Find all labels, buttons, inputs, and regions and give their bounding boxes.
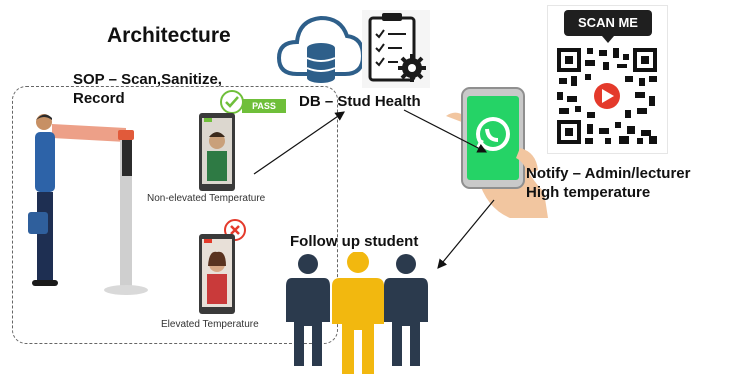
notify-line1: Notify – Admin/lecturer bbox=[526, 165, 691, 182]
person-shoes bbox=[32, 280, 58, 286]
gear bbox=[398, 54, 426, 82]
notify-label: Notify – Admin/lecturer High temperature bbox=[526, 164, 690, 202]
sop-heading-line1: SOP – Scan,Sanitize, bbox=[73, 71, 222, 88]
thumb bbox=[516, 148, 538, 174]
whatsapp-phone-icon bbox=[446, 87, 548, 218]
person-body bbox=[35, 132, 55, 192]
person-hair bbox=[36, 114, 52, 120]
arrow-db-to-phone bbox=[403, 109, 488, 153]
student-right bbox=[384, 254, 428, 366]
arrow-to-db bbox=[253, 111, 345, 175]
qr-panel[interactable]: SCAN ME bbox=[547, 5, 668, 154]
scan-beam bbox=[52, 124, 126, 142]
person-briefcase bbox=[28, 212, 48, 234]
non-elevated-scan-card bbox=[199, 113, 235, 191]
sop-region bbox=[12, 86, 338, 344]
students-group-icon bbox=[286, 252, 428, 374]
youtube-play-icon bbox=[591, 80, 623, 112]
db-label: DB – Stud Health bbox=[299, 93, 421, 110]
notify-line2: High temperature bbox=[526, 184, 651, 201]
checklist-gear-icon bbox=[362, 10, 430, 88]
database-cylinder bbox=[306, 43, 336, 83]
followup-label: Follow up student bbox=[290, 233, 419, 250]
elevated-scan-card bbox=[199, 234, 235, 314]
person-head bbox=[36, 114, 52, 130]
page-title: Architecture bbox=[107, 24, 231, 47]
qr-code[interactable] bbox=[555, 46, 659, 146]
pass-badge: PASS bbox=[242, 99, 286, 113]
scan-me-label: SCAN ME bbox=[564, 10, 652, 43]
student-left bbox=[286, 254, 330, 366]
sop-heading-line2: Record bbox=[73, 90, 125, 107]
kiosk-base bbox=[104, 285, 148, 295]
sop-heading: SOP – Scan,Sanitize, Record bbox=[73, 70, 222, 108]
thermal-scanner-illustration bbox=[28, 114, 148, 295]
kiosk-screen bbox=[122, 138, 132, 176]
elevated-caption: Elevated Temperature bbox=[161, 319, 259, 330]
student-center bbox=[332, 252, 384, 374]
arrow-phone-to-followup bbox=[437, 199, 495, 269]
kiosk-head bbox=[118, 130, 134, 140]
non-elevated-caption: Non-elevated Temperature bbox=[147, 193, 266, 204]
